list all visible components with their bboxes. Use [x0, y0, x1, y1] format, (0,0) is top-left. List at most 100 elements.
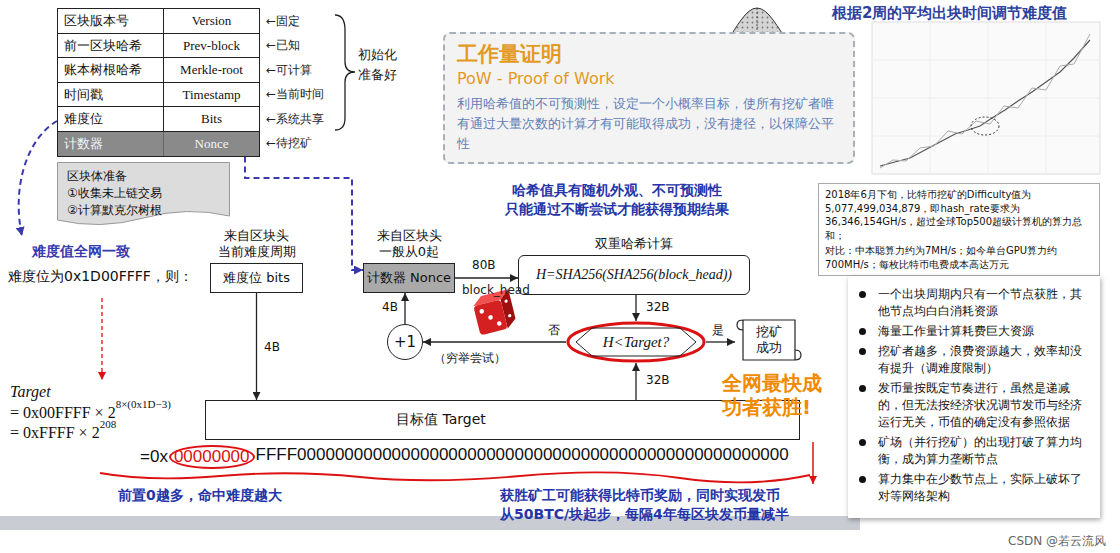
label: =0x — [140, 447, 168, 467]
leader-dashed-red — [101, 298, 102, 380]
label: ←可计算 — [266, 62, 312, 79]
label: ←当前时间 — [266, 86, 324, 103]
connector — [423, 341, 566, 342]
connector — [635, 295, 636, 321]
label: 只能通过不断尝试才能获得预期结果 — [505, 201, 729, 219]
label: 来自区块头 — [218, 228, 296, 244]
connector — [455, 277, 518, 278]
difficulty-chart — [872, 22, 1100, 174]
label: Target — [10, 383, 51, 401]
label: 根据2周的平均出块时间调节难度值 — [832, 4, 1067, 23]
connector — [635, 363, 636, 400]
label: 矿场（并行挖矿）的出现打破了算力均衡，成为算力垄断节点 — [878, 434, 1090, 468]
label: Bits — [164, 107, 259, 131]
label: 工作量证明 — [457, 40, 841, 68]
label: 获胜矿工可能获得比特币奖励，同时实现发币 — [500, 487, 780, 505]
label: Merkle-root — [164, 58, 259, 82]
label: 区块版本号 — [58, 9, 164, 33]
nonce-box: 来自区块头一般从0起计数器 Nonce — [363, 263, 455, 293]
label: 前置0越多，命中难度越大 — [118, 487, 282, 505]
label: +1 — [394, 333, 416, 351]
bullet-panel: 一个出块周期内只有一个节点获胜，其他节点均白白消耗资源海量工作量计算耗费巨大资源… — [848, 276, 1100, 518]
label: 难度位 bits — [223, 269, 290, 287]
label: 账本树根哈希 — [58, 58, 164, 82]
label: 区块体准备 — [67, 168, 222, 185]
info-note: 2018年6月下旬，比特币挖矿的Difficulty值为5,077,499,03… — [818, 183, 1100, 276]
table-row: 账本树根哈希Merkle-root — [57, 57, 260, 83]
label: FFFF000000000000000000000000000000000000… — [256, 445, 789, 465]
label: ①收集未上链交易 — [67, 185, 222, 202]
label: 初始化 — [358, 46, 397, 64]
label: 双重哈希计算 — [595, 236, 673, 252]
label: = 0xFFFF × 2 — [10, 424, 100, 442]
label: 挖矿者越多，浪费资源越大，效率却没有提升（调难度限制） — [878, 343, 1090, 377]
decision-diamond: H<Target? — [566, 321, 706, 363]
label: 时间戳 — [58, 83, 164, 107]
label: 难度位 — [58, 107, 164, 131]
label: Nonce — [164, 132, 259, 156]
table-row: 难度位Bits — [57, 106, 260, 132]
label: 计数器 — [58, 132, 164, 156]
label: 全网最快成 — [722, 370, 822, 397]
connector — [706, 341, 735, 342]
label: 2018年6月下旬，比特币挖矿的Difficulty值为5,077,499,03… — [825, 188, 1093, 242]
edge-label: 80B — [470, 258, 498, 272]
table-row: 计数器Nonce — [57, 131, 260, 157]
label: ←已知 — [266, 37, 300, 54]
edge-label: 32B — [644, 373, 672, 387]
label: 难度位为0x1D00FFFF，则： — [8, 268, 193, 286]
success-banner: 挖矿成功 — [735, 316, 803, 364]
label: 从50BTC/块起步，每隔4年每区块发币量减半 — [500, 506, 789, 524]
label: CSDN @若云流风 — [1008, 533, 1106, 550]
label: ←待挖矿 — [266, 135, 312, 152]
leader-dashed — [19, 121, 57, 236]
table-row: 时间戳Timestamp — [57, 82, 260, 108]
label: 海量工作量计算耗费巨大资源 — [878, 323, 1090, 340]
edge-label: 是 — [710, 322, 726, 339]
label: ←系统共享 — [266, 111, 324, 128]
table-row: 区块版本号Version — [57, 8, 260, 34]
box-heading: 来自区块头当前难度周期 — [218, 228, 296, 260]
label: 哈希值具有随机外观、不可预测性 — [512, 182, 722, 200]
label: （穷举尝试） — [434, 350, 506, 367]
box-heading: 双重哈希计算 — [595, 236, 673, 252]
label: H=SHA256(SHA256(block_head)) — [536, 267, 732, 283]
label: 利用哈希值的不可预测性，设定一个小概率目标，使所有挖矿者唯有通过大量次数的计算才… — [457, 94, 841, 154]
edge-label: 4B — [262, 340, 282, 354]
connector — [256, 293, 257, 400]
label: H<Target? — [603, 334, 670, 351]
label: 一般从0起 — [377, 244, 442, 260]
label: block_head — [462, 283, 530, 297]
underline-red — [100, 472, 810, 482]
label: 挖矿 — [756, 324, 782, 340]
box-heading: 来自区块头一般从0起 — [377, 228, 442, 260]
label: 算力集中在少数节点上，实际上破坏了对等网络架构 — [878, 471, 1090, 505]
connector — [404, 293, 405, 324]
label: 一个出块周期内只有一个节点获胜，其他节点均白白消耗资源 — [878, 286, 1090, 320]
leader-red — [812, 442, 814, 484]
label: 8×(0x1D−3) — [116, 398, 171, 410]
brace — [335, 15, 355, 130]
target-box: 目标值 Target — [205, 400, 800, 440]
label: 来自区块头 — [377, 228, 442, 244]
edge-label: 32B — [644, 300, 672, 314]
label: Version — [164, 9, 259, 33]
increment-circle: +1 — [387, 324, 423, 360]
label: 发币量按既定节奏进行，虽然是递减的，但无法按经济状况调节发币与经济运行无关，币值… — [878, 380, 1090, 431]
label: 当前难度周期 — [218, 244, 296, 260]
table-row: 前一区块哈希Prev-block — [57, 33, 260, 59]
label: PoW - Proof of Work — [457, 68, 841, 90]
label: 前一区块哈希 — [58, 34, 164, 58]
label: Prev-block — [164, 34, 259, 58]
label: 准备好 — [358, 66, 397, 84]
bits-box: 来自区块头当前难度周期难度位 bits — [210, 263, 303, 293]
label: 目标值 Target — [396, 411, 486, 429]
edge-label: 否 — [546, 322, 562, 339]
edge-label: 4B — [380, 300, 400, 314]
pow-panel: 工作量证明PoW - Proof of Work 利用哈希值的不可预测性，设定一个… — [443, 32, 855, 164]
label: 功者获胜! — [722, 394, 811, 421]
label: 208 — [100, 418, 117, 430]
label: 难度值全网一致 — [32, 243, 130, 261]
label: ←固定 — [266, 13, 300, 30]
label: 成功 — [756, 340, 782, 356]
